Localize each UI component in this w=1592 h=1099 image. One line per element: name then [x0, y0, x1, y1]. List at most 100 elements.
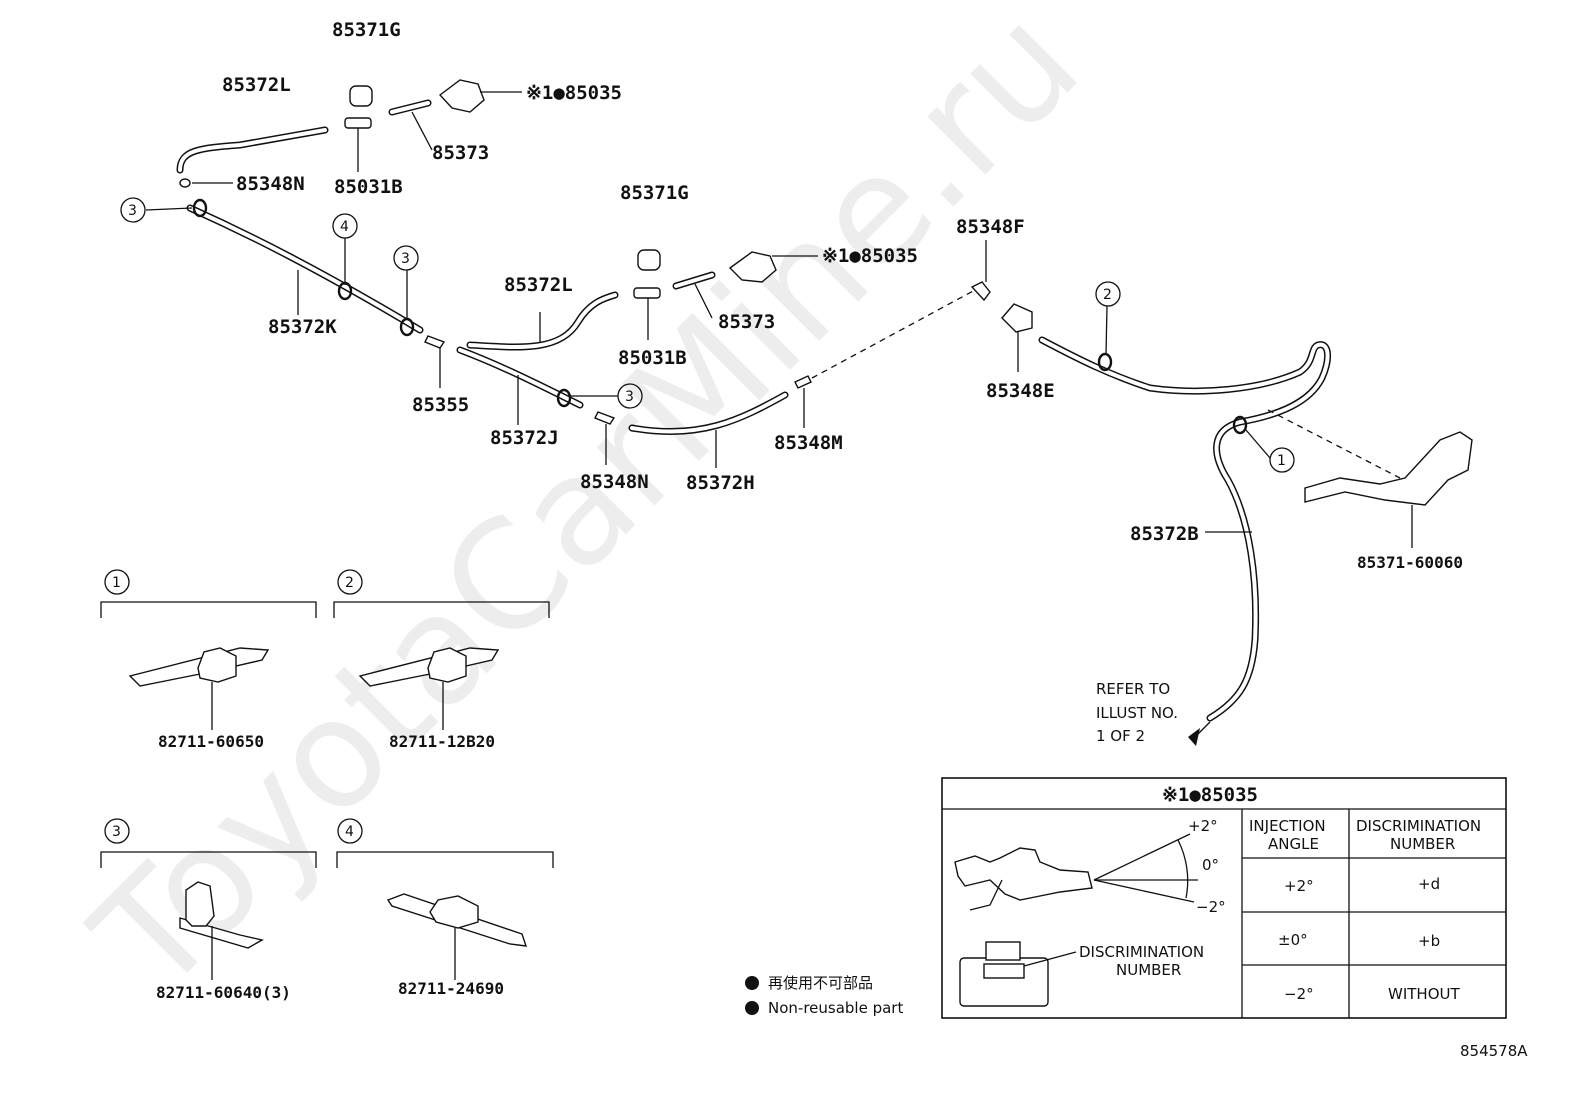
clip-82711-24690-head: [429, 895, 479, 929]
label-85348n-mid: 85348N: [580, 471, 649, 493]
cap-85371g-top: [349, 85, 373, 107]
table-connector-marks: [983, 963, 1025, 979]
panel-3-num: 3: [112, 824, 121, 840]
refer-line-1: REFER TO: [1096, 680, 1170, 698]
joint-85355: [424, 335, 446, 349]
label-85031b-top: 85031B: [334, 176, 403, 198]
label-85348e: 85348E: [986, 380, 1055, 402]
label-85372h: 85372H: [686, 472, 755, 494]
clip-82711-60650-head: [197, 647, 237, 683]
spray-angle-0: 0°: [1202, 856, 1219, 874]
legend-jp: 再使用不可部品: [768, 974, 873, 992]
joint-85348n-top: [179, 178, 191, 188]
label-85371g-mid: 85371G: [620, 182, 689, 204]
label-85372l-mid: 85372L: [504, 274, 573, 296]
label-85372j: 85372J: [490, 427, 559, 449]
callout-1-a-num: 1: [1277, 453, 1286, 469]
table-row-2-angle: ±0°: [1278, 931, 1308, 949]
label-85372b: 85372B: [1130, 523, 1199, 545]
panel-1-bracket: [100, 601, 317, 618]
callout-4-a-num: 4: [340, 219, 349, 235]
callout-3-c-num: 3: [625, 389, 634, 405]
table-row-2-disc: +b: [1418, 932, 1440, 950]
clip-82711-60640-head: [185, 881, 215, 927]
legend-dot-en: [745, 1001, 759, 1015]
panel-1-callout: [104, 569, 130, 595]
panel-3-callout: [104, 818, 130, 844]
table-row-1-disc: +d: [1418, 875, 1440, 893]
label-85355: 85355: [412, 394, 469, 416]
label-85372l-top: 85372L: [222, 74, 291, 96]
label-85348n-top: 85348N: [236, 173, 305, 195]
callout-1-a: [1269, 447, 1295, 473]
label-85031b-mid: 85031B: [618, 347, 687, 369]
callout-2-a: [1095, 281, 1121, 307]
panel-4-part-number: 82711-24690: [398, 979, 504, 998]
spray-angle-minus2: −2°: [1196, 898, 1226, 916]
callout-3-b: [393, 245, 419, 271]
panel-2-bracket: [333, 601, 550, 618]
nozzle-85035-top: [438, 79, 485, 113]
clip-82711-12b20-head: [427, 647, 467, 683]
callout-3-c: [617, 383, 643, 409]
callout-3-a: [120, 197, 146, 223]
clip-3-a: [192, 198, 208, 218]
label-85348m: 85348M: [774, 432, 843, 454]
table-row-1-angle: +2°: [1284, 877, 1314, 895]
label-85371g-top: 85371G: [332, 19, 401, 41]
joint-85348e: [1001, 303, 1033, 333]
panel-2-num: 2: [345, 575, 354, 591]
clip-3-c: [556, 388, 572, 408]
nozzle-85035-mid: [728, 251, 777, 283]
callout-3-b-num: 3: [401, 251, 410, 267]
discrimination-table: ※1●85035 INJECTION ANGLE DISCRIMINATION …: [941, 777, 1507, 1019]
table-header-angle-1: INJECTION: [1249, 817, 1326, 835]
label-85035-top: ※1●85035: [526, 82, 622, 104]
panel-2-part-number: 82711-12B20: [389, 732, 495, 751]
elbow-85348f: [970, 281, 991, 302]
panel-3-bracket: [100, 851, 317, 868]
joint-85348n-mid: [594, 411, 616, 425]
panel-4-callout: [337, 818, 363, 844]
refer-arrow: [1188, 728, 1200, 746]
table-nozzle-illustration: [954, 847, 1093, 901]
table-header-disc-2: NUMBER: [1390, 835, 1455, 853]
callout-2-a-num: 2: [1103, 287, 1112, 303]
label-85373-top: 85373: [432, 142, 489, 164]
valve-85031b-top: [344, 117, 372, 129]
table-connector-top: [985, 941, 1021, 961]
panel-1-num: 1: [112, 575, 121, 591]
refer-line-3: 1 OF 2: [1096, 727, 1145, 745]
label-85371-60060: 85371-60060: [1357, 553, 1463, 572]
cap-85371g-mid: [637, 249, 661, 271]
panel-4-num: 4: [345, 824, 354, 840]
panel-4-bracket: [336, 851, 554, 868]
table-header-disc-1: DISCRIMINATION: [1356, 817, 1481, 835]
dash-connector-b: [1267, 409, 1401, 479]
panel-2-callout: [337, 569, 363, 595]
refer-line-2: ILLUST NO.: [1096, 704, 1178, 722]
dash-connector-a: [811, 289, 976, 379]
spray-angle-plus2: +2°: [1188, 817, 1218, 835]
table-title: ※1●85035: [1162, 784, 1258, 806]
disc-label-1: DISCRIMINATION: [1079, 943, 1204, 961]
callout-4-a: [332, 213, 358, 239]
table-row-3-angle: −2°: [1284, 985, 1314, 1003]
callout-3-a-num: 3: [128, 203, 137, 219]
valve-85031b-mid: [633, 287, 661, 299]
legend-en: Non-reusable part: [768, 999, 903, 1017]
joint-85348m: [794, 375, 812, 389]
clip-1-a: [1232, 415, 1248, 435]
panel-1-part-number: 82711-60650: [158, 732, 264, 751]
label-85348f: 85348F: [956, 216, 1025, 238]
disc-label-2: NUMBER: [1116, 961, 1181, 979]
table-row-3-disc: WITHOUT: [1388, 985, 1460, 1003]
label-85035-mid: ※1●85035: [822, 245, 918, 267]
table-header-angle-2: ANGLE: [1268, 835, 1319, 853]
panel-3-part-number: 82711-60640(3): [156, 983, 291, 1002]
nozzle-85371-60060: [1304, 431, 1473, 506]
label-85373-mid: 85373: [718, 311, 775, 333]
reference-code: 854578A: [1460, 1042, 1528, 1060]
